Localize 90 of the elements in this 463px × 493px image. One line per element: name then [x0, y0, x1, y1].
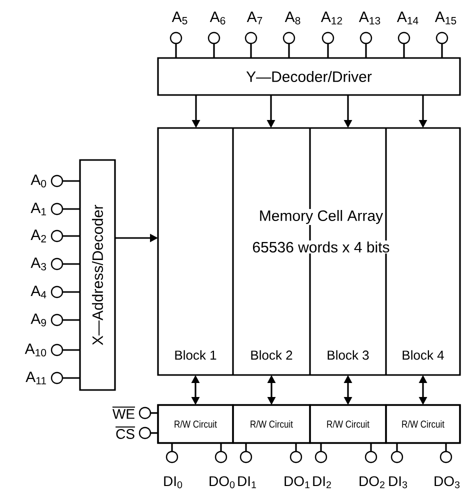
pin-label: A$_{0}$ — [30, 174, 46, 188]
pin-circle — [290, 450, 302, 464]
pin-label: A$_{10}$ — [24, 344, 46, 356]
connector — [62, 291, 80, 293]
pin-label: DO$_{1}$ — [284, 476, 310, 488]
pin-label: A$_{6}$ — [210, 12, 226, 24]
pin-circle — [50, 258, 64, 270]
pin-circle — [138, 406, 152, 420]
pin-label: A$_{12}$ — [320, 12, 342, 24]
array-label: Memory Cell Array — [258, 209, 384, 225]
pin-label: A$_{5}$ — [172, 12, 188, 24]
connector — [62, 208, 80, 210]
connector — [320, 443, 322, 452]
pin-circle — [360, 32, 372, 44]
pin-circle — [50, 286, 64, 298]
decoder-box: X—Address/Decoder — [79, 159, 116, 391]
connector — [370, 443, 372, 452]
pin-label: A$_{13}$ — [358, 12, 380, 24]
circuit-box: R/W Circuit — [232, 404, 311, 444]
connector — [171, 443, 173, 452]
connector — [441, 44, 443, 58]
pin-circle — [314, 450, 328, 464]
pin-circle — [440, 450, 452, 464]
pin-circle — [282, 32, 296, 44]
circuit-box: R/W Circuit — [309, 404, 387, 444]
connector — [245, 443, 247, 452]
connector — [365, 44, 367, 58]
pin-circle — [398, 32, 410, 44]
pin-label: A$_{3}$ — [30, 258, 46, 270]
connector — [396, 443, 398, 452]
pin-label: A$_{7}$ — [246, 12, 262, 24]
connector — [295, 443, 297, 452]
pin-label: DI$_{2}$ — [313, 476, 331, 488]
pin-circle — [214, 450, 228, 464]
pin-label: DO$_{3}$ — [434, 476, 460, 488]
pin-circle — [208, 32, 220, 44]
array-label: 65536 words x 4 bits — [251, 240, 391, 254]
decoder-box: Y—Decoder/Driver — [157, 57, 461, 96]
pin-label: DO$_{0}$ — [210, 476, 235, 488]
pin-circle — [170, 32, 182, 44]
connector — [403, 44, 405, 58]
pin-circle — [138, 426, 152, 440]
pin-circle — [244, 32, 258, 44]
pin-label: A$_{2}$ — [30, 230, 46, 242]
connector — [288, 44, 290, 58]
pin-circle — [166, 450, 178, 464]
connector — [62, 180, 80, 182]
pin-circle — [50, 314, 64, 326]
pin-circle — [50, 344, 64, 356]
pin-label: A$_{11}$ — [26, 372, 46, 384]
pin-circle — [364, 450, 378, 464]
pin-label: A$_{9}$ — [30, 314, 46, 326]
connector — [213, 44, 215, 58]
block-label: Block 1 — [175, 350, 216, 360]
pin-label: DO$_{2}$ — [360, 476, 384, 488]
connector — [62, 263, 80, 265]
pin-label: A$_{1}$ — [30, 202, 46, 216]
connector — [175, 44, 177, 58]
pin-circle — [50, 202, 64, 216]
circuit-box: R/W Circuit — [157, 404, 234, 444]
pin-label: A$_{14}$ — [396, 12, 418, 24]
pin-label: A$_{8}$ — [284, 12, 300, 24]
block-label: Block 2 — [251, 350, 292, 360]
pin-circle — [50, 230, 64, 242]
pin-label: DI$_{1}$ — [238, 476, 256, 488]
pin-circle — [436, 32, 448, 44]
connector — [220, 443, 222, 452]
block-label: Block 4 — [402, 350, 444, 360]
connector — [62, 377, 80, 379]
connector — [62, 319, 80, 321]
pin-label: DI$_{0}$ — [164, 476, 182, 488]
pin-circle — [240, 450, 252, 464]
pin-label: DI$_{3}$ — [389, 476, 408, 488]
pin-circle — [322, 32, 334, 44]
connector — [150, 432, 158, 434]
block-label: Block 3 — [328, 350, 369, 360]
pin-label: A$_{4}$ — [30, 286, 46, 298]
connector — [327, 44, 329, 58]
pin-label: WE — [112, 406, 136, 419]
pin-label: CS — [115, 426, 136, 439]
connector — [62, 349, 80, 351]
connector — [445, 443, 447, 452]
pin-circle — [50, 174, 64, 188]
connector — [62, 235, 80, 237]
connector — [150, 412, 158, 414]
circuit-box: R/W Circuit — [385, 404, 461, 444]
pin-circle — [390, 450, 404, 464]
pin-circle — [50, 372, 64, 384]
connector — [250, 44, 252, 58]
pin-label: A$_{15}$ — [434, 12, 456, 24]
